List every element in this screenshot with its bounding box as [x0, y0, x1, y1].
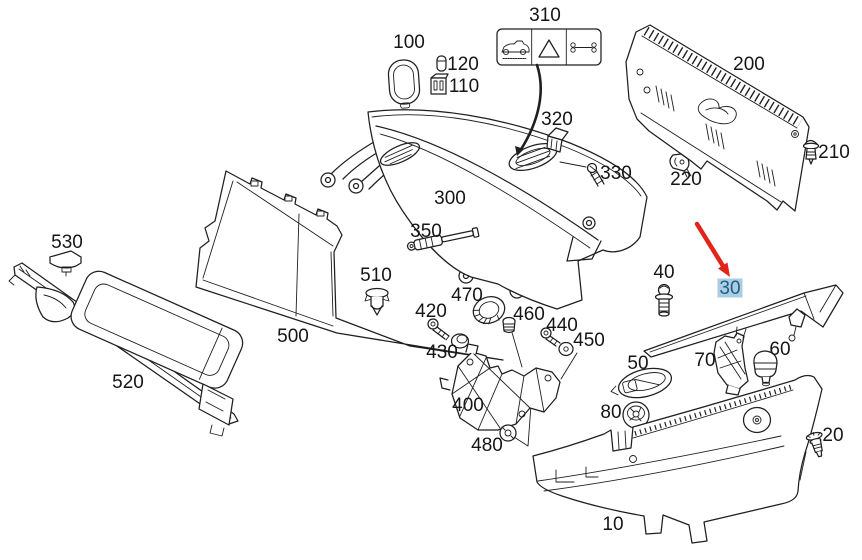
part-480-drawing	[499, 424, 517, 442]
part-label-30[interactable]: 30	[719, 278, 740, 299]
part-label-460[interactable]: 460	[513, 304, 545, 325]
part-440-drawing	[540, 327, 561, 347]
part-labels: 310 100 120 110 320 330 300 350 200 220 …	[51, 5, 850, 535]
part-450-drawing	[558, 341, 574, 357]
part-label-310[interactable]: 310	[529, 5, 561, 26]
part-label-430[interactable]: 430	[426, 342, 458, 363]
part-330-drawing	[559, 161, 605, 187]
part-520-drawing	[8, 262, 244, 437]
part-50-drawing	[610, 367, 673, 399]
part-label-220[interactable]: 220	[670, 169, 702, 190]
part-label-70[interactable]: 70	[694, 350, 715, 371]
part-80-drawing	[622, 401, 650, 429]
part-label-80[interactable]: 80	[600, 402, 621, 423]
part-label-100[interactable]: 100	[393, 32, 425, 53]
part-350-drawing	[406, 227, 480, 251]
legend-leader-line	[515, 63, 542, 156]
part-210-drawing	[802, 139, 820, 165]
part-label-350[interactable]: 350	[410, 221, 442, 242]
part-500-drawing	[195, 170, 504, 361]
part-40-drawing	[654, 283, 674, 317]
part-label-440[interactable]: 440	[546, 315, 578, 336]
highlight-background	[717, 278, 743, 298]
part-label-300[interactable]: 300	[434, 188, 466, 209]
part-420-drawing	[427, 318, 450, 341]
part-label-120[interactable]: 120	[447, 54, 479, 75]
part-220-drawing	[669, 153, 692, 178]
part-10-drawing	[532, 374, 823, 544]
part-label-510[interactable]: 510	[360, 265, 392, 286]
tow-bar-icon	[570, 42, 597, 53]
part-30-drawing	[643, 284, 844, 358]
part-110-drawing	[430, 73, 449, 95]
part-label-30-highlight[interactable]: 30	[717, 278, 743, 299]
convertible-car-icon	[501, 40, 530, 59]
part-label-480[interactable]: 480	[471, 435, 503, 456]
part-label-400[interactable]: 400	[452, 395, 484, 416]
part-label-530[interactable]: 530	[51, 232, 83, 253]
part-530-drawing	[49, 250, 82, 277]
part-60-drawing	[753, 350, 778, 387]
part-label-450[interactable]: 450	[573, 330, 605, 351]
part-label-420[interactable]: 420	[415, 301, 447, 322]
part-label-50[interactable]: 50	[627, 353, 648, 374]
part-label-40[interactable]: 40	[653, 262, 674, 283]
part-label-60[interactable]: 60	[769, 339, 790, 360]
part-400-drawing	[439, 328, 578, 447]
part-label-210[interactable]: 210	[818, 142, 850, 163]
part-label-200[interactable]: 200	[733, 54, 765, 75]
part-320-drawing	[546, 127, 569, 153]
part-460-drawing	[502, 316, 516, 334]
part-label-320[interactable]: 320	[541, 109, 573, 130]
part-100-drawing	[387, 59, 421, 109]
part-200-drawing	[625, 24, 810, 212]
part-label-470[interactable]: 470	[451, 285, 483, 306]
part-label-520[interactable]: 520	[112, 372, 144, 393]
options-legend-box	[496, 28, 602, 66]
part-470-drawing	[472, 295, 506, 325]
part-label-500[interactable]: 500	[277, 326, 309, 347]
part-label-330[interactable]: 330	[600, 163, 632, 184]
part-510-drawing	[364, 287, 390, 316]
part-120-drawing	[436, 55, 447, 72]
part-label-20[interactable]: 20	[822, 425, 843, 446]
part-20-drawing	[805, 431, 823, 458]
part-430-drawing	[450, 333, 470, 349]
selection-arrow	[694, 221, 730, 277]
part-label-110[interactable]: 110	[449, 76, 479, 97]
warning-triangle-icon	[538, 39, 560, 58]
part-label-10[interactable]: 10	[602, 514, 623, 535]
part-70-drawing	[713, 326, 749, 396]
